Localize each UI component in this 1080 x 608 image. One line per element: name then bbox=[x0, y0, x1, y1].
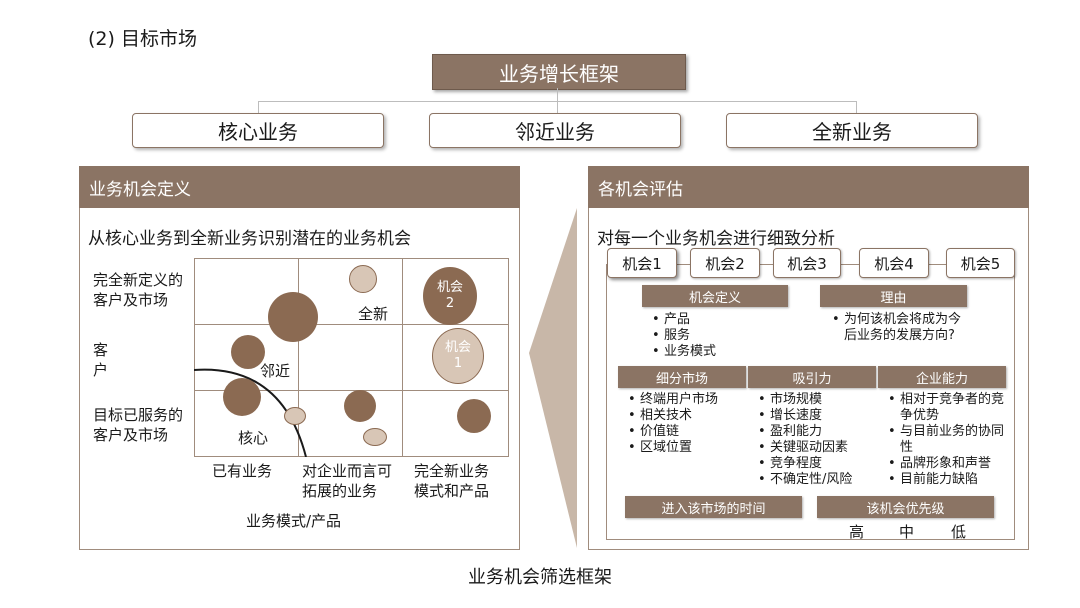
core-boundary-arc bbox=[194, 368, 307, 457]
opportunity-definition-header: 业务机会定义 bbox=[79, 166, 520, 208]
y-label-served-customers: 目标已服务的 客户及市场 bbox=[93, 406, 184, 444]
chip-attractiveness: 吸引力 bbox=[748, 366, 876, 388]
reason-item: 为何该机会将成为今后业务的发展方向? bbox=[830, 312, 970, 344]
grid-col-3 bbox=[508, 258, 509, 457]
capability-item: 与目前业务的协同性 bbox=[886, 424, 1004, 456]
definition-item: 服务 bbox=[650, 328, 716, 344]
connector-right bbox=[856, 101, 857, 113]
definition-item: 业务模式 bbox=[650, 344, 716, 360]
priority-level-low: 低 bbox=[951, 523, 967, 541]
y-label-new-customers: 完全新定义的 客户及市场 bbox=[93, 271, 184, 309]
attractiveness-item: 市场规模 bbox=[756, 392, 852, 408]
tab-opportunity-4: 机会4 bbox=[859, 248, 929, 278]
bubble-opportunity-1-line1: 机会 bbox=[444, 340, 471, 355]
framework-title-box: 业务增长框架 bbox=[432, 54, 686, 90]
tier-adjacent-business: 邻近业务 bbox=[429, 113, 681, 148]
list-capability: 相对于竞争者的竞争优势 与目前业务的协同性 品牌形象和声誉 目前能力缺陷 bbox=[886, 392, 1004, 488]
bubble-opportunity-2-line2: 2 bbox=[445, 296, 455, 311]
bubble-adjacent bbox=[231, 335, 265, 369]
grid-top bbox=[194, 258, 509, 259]
x-axis-title: 业务模式/产品 bbox=[246, 512, 342, 530]
bubble-opportunity-1-line2: 1 bbox=[453, 356, 463, 371]
attractiveness-item: 不确定性/风险 bbox=[756, 472, 852, 488]
figure-caption: 业务机会筛选框架 bbox=[468, 567, 612, 588]
x-label-new-model: 完全新业务 模式和产品 bbox=[414, 462, 490, 500]
grid-col-1 bbox=[298, 258, 299, 457]
chip-opportunity-definition: 机会定义 bbox=[642, 285, 788, 307]
connector-left bbox=[258, 101, 259, 113]
bubble-opportunity-2: 机会 2 bbox=[423, 267, 477, 325]
chip-market-entry-timing: 进入该市场的时间 bbox=[625, 496, 802, 518]
bubble-opportunity-1: 机会 1 bbox=[432, 328, 484, 384]
grid-row-1 bbox=[194, 324, 509, 325]
priority-level-medium: 中 bbox=[899, 523, 915, 541]
tier-new-business: 全新业务 bbox=[726, 113, 978, 148]
tier-core-business: 核心业务 bbox=[132, 113, 384, 148]
zone-label-core: 核心 bbox=[238, 429, 269, 447]
tab-opportunity-1: 机会1 bbox=[607, 248, 677, 278]
capability-item: 目前能力缺陷 bbox=[886, 472, 1004, 488]
x-label-expandable: 对企业而言可 拓展的业务 bbox=[302, 462, 393, 500]
attractiveness-item: 关键驱动因素 bbox=[756, 440, 852, 456]
bubble-new-small bbox=[349, 265, 377, 293]
bubble-boundary bbox=[284, 407, 306, 425]
attractiveness-item: 盈利能力 bbox=[756, 424, 852, 440]
funnel-arrow bbox=[529, 208, 577, 548]
bubble-core bbox=[223, 378, 261, 416]
definition-item: 产品 bbox=[650, 312, 716, 328]
attractiveness-item: 增长速度 bbox=[756, 408, 852, 424]
bubble-opportunity-2-line1: 机会 bbox=[436, 280, 463, 295]
connector-middle bbox=[557, 101, 558, 113]
grid-col-0 bbox=[194, 258, 195, 457]
chip-reason: 理由 bbox=[820, 285, 967, 307]
segment-item: 价值链 bbox=[626, 424, 718, 440]
tab-opportunity-3: 机会3 bbox=[773, 248, 841, 278]
left-panel-subtitle: 从核心业务到全新业务识别潜在的业务机会 bbox=[88, 229, 411, 249]
priority-level-high: 高 bbox=[849, 523, 865, 541]
y-label-customers: 客 户 bbox=[93, 341, 109, 379]
bubble-new-model bbox=[457, 399, 491, 433]
opportunity-evaluation-header: 各机会评估 bbox=[588, 166, 1029, 208]
right-panel-subtitle: 对每一个业务机会进行细致分析 bbox=[597, 229, 835, 249]
tab-opportunity-5: 机会5 bbox=[946, 248, 1015, 278]
segment-item: 区域位置 bbox=[626, 440, 718, 456]
segment-item: 相关技术 bbox=[626, 408, 718, 424]
zone-label-adjacent: 邻近 bbox=[260, 362, 291, 380]
capability-item: 相对于竞争者的竞争优势 bbox=[886, 392, 1004, 424]
grid-bottom bbox=[194, 456, 509, 457]
list-segment: 终端用户市场 相关技术 价值链 区域位置 bbox=[626, 392, 718, 456]
chip-segment: 细分市场 bbox=[618, 366, 746, 388]
list-definition: 产品 服务 业务模式 bbox=[650, 312, 716, 360]
bubble-expand-2 bbox=[363, 428, 387, 446]
bubble-expand-1 bbox=[344, 390, 376, 422]
capability-item: 品牌形象和声誉 bbox=[886, 456, 1004, 472]
section-heading: (2) 目标市场 bbox=[88, 28, 197, 50]
chip-opportunity-priority: 该机会优先级 bbox=[817, 496, 994, 518]
grid-row-2 bbox=[194, 390, 509, 391]
segment-item: 终端用户市场 bbox=[626, 392, 718, 408]
bubble-large-mid bbox=[268, 292, 318, 342]
opportunity-matrix: 机会 2 机会 1 全新 邻近 核心 bbox=[194, 258, 509, 457]
zone-label-new: 全新 bbox=[358, 305, 389, 323]
list-reason: 为何该机会将成为今后业务的发展方向? bbox=[830, 312, 970, 344]
list-attractiveness: 市场规模 增长速度 盈利能力 关键驱动因素 竞争程度 不确定性/风险 bbox=[756, 392, 852, 488]
tab-opportunity-2: 机会2 bbox=[690, 248, 760, 278]
x-label-existing: 已有业务 bbox=[212, 462, 273, 480]
chip-capability: 企业能力 bbox=[878, 366, 1006, 388]
attractiveness-item: 竞争程度 bbox=[756, 456, 852, 472]
grid-col-2 bbox=[402, 258, 403, 457]
connector-vertical bbox=[557, 88, 558, 102]
